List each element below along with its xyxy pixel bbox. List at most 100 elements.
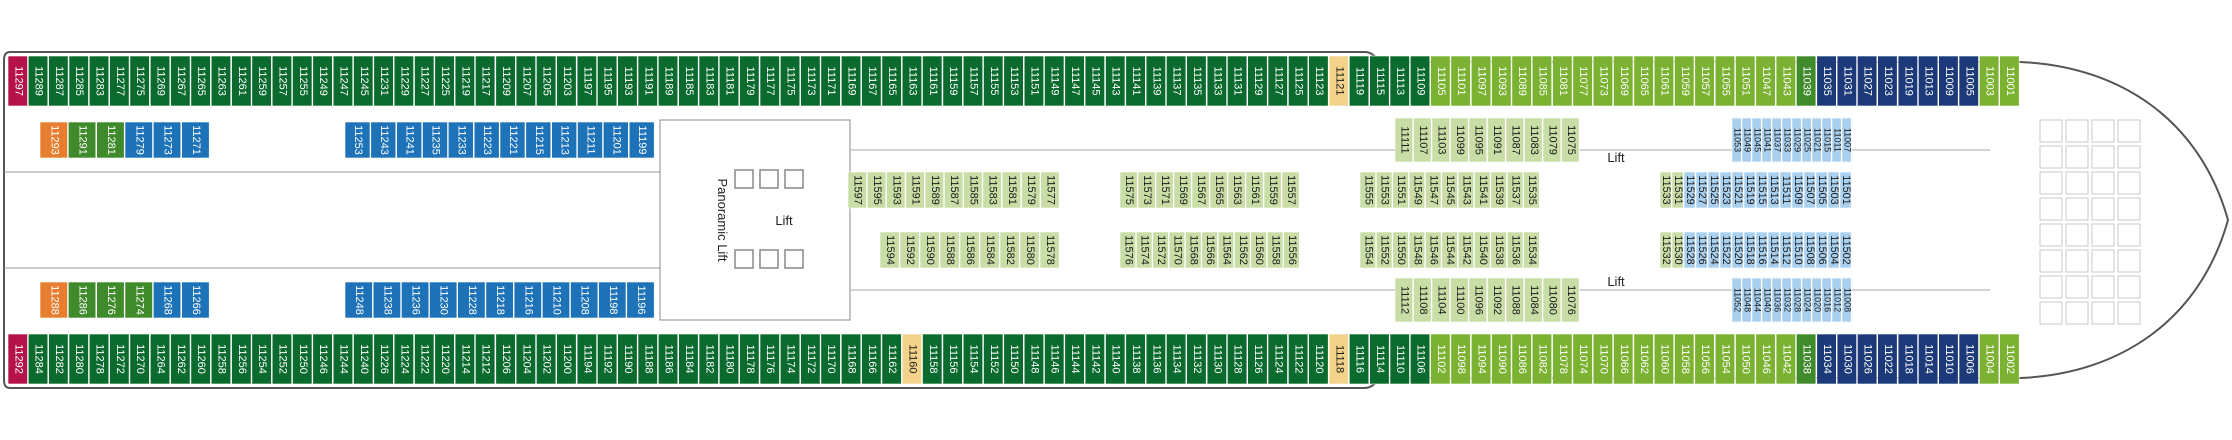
cabin-11080[interactable]: 11080 <box>1542 277 1562 323</box>
cabin-11116[interactable]: 11116 <box>1349 333 1370 385</box>
cabin-11504[interactable]: 11504 <box>1827 231 1840 269</box>
cabin-11190[interactable]: 11190 <box>617 333 638 385</box>
cabin-11177[interactable]: 11177 <box>759 55 780 107</box>
cabin-11040[interactable]: 11040 <box>1761 277 1773 323</box>
cabin-11026[interactable]: 11026 <box>1857 333 1878 385</box>
cabin-11179[interactable]: 11179 <box>739 55 760 107</box>
cabin-11201[interactable]: 11201 <box>602 121 629 159</box>
cabin-11502[interactable]: 11502 <box>1839 231 1852 269</box>
cabin-11503[interactable]: 11503 <box>1827 171 1840 209</box>
cabin-11532[interactable]: 11532 <box>1659 231 1672 269</box>
cabin-11512[interactable]: 11512 <box>1779 231 1792 269</box>
cabin-11550[interactable]: 11550 <box>1392 231 1409 269</box>
cabin-11570[interactable]: 11570 <box>1168 231 1185 269</box>
cabin-11219[interactable]: 11219 <box>454 55 475 107</box>
cabin-11062[interactable]: 11062 <box>1633 333 1654 385</box>
cabin-11174[interactable]: 11174 <box>779 333 801 385</box>
cabin-11559[interactable]: 11559 <box>1263 171 1282 209</box>
cabin-11125[interactable]: 11125 <box>1288 55 1309 107</box>
cabin-11562[interactable]: 11562 <box>1234 231 1251 269</box>
cabin-11032[interactable]: 11032 <box>1781 277 1793 323</box>
cabin-11287[interactable]: 11287 <box>48 55 69 107</box>
cabin-11033[interactable]: 11033 <box>1781 117 1793 163</box>
cabin-11576[interactable]: 11576 <box>1119 231 1136 269</box>
cabin-11564[interactable]: 11564 <box>1217 231 1235 269</box>
cabin-11191[interactable]: 11191 <box>637 55 658 107</box>
cabin-11249[interactable]: 11249 <box>312 55 333 107</box>
cabin-11253[interactable]: 11253 <box>344 121 371 159</box>
cabin-11150[interactable]: 11150 <box>1003 333 1024 385</box>
cabin-11213[interactable]: 11213 <box>551 121 578 159</box>
cabin-11534[interactable]: 11534 <box>1523 231 1540 269</box>
cabin-11536[interactable]: 11536 <box>1507 231 1524 269</box>
cabin-11584[interactable]: 11584 <box>979 231 1000 269</box>
cabin-11132[interactable]: 11132 <box>1186 333 1207 385</box>
cabin-11194[interactable]: 11194 <box>576 333 597 385</box>
cabin-11230[interactable]: 11230 <box>429 281 458 319</box>
cabin-11001[interactable]: 11001 <box>1999 55 2020 107</box>
cabin-11209[interactable]: 11209 <box>495 55 516 107</box>
cabin-11101[interactable]: 11101 <box>1450 55 1471 107</box>
cabin-11587[interactable]: 11587 <box>944 171 964 209</box>
cabin-11010[interactable]: 11010 <box>1938 333 1959 385</box>
cabin-11127[interactable]: 11127 <box>1267 55 1288 107</box>
cabin-11085[interactable]: 11085 <box>1531 55 1552 107</box>
cabin-11573[interactable]: 11573 <box>1137 171 1156 209</box>
cabin-11021[interactable]: 11021 <box>1811 117 1823 163</box>
cabin-11022[interactable]: 11022 <box>1877 333 1898 385</box>
cabin-11199[interactable]: 11199 <box>628 121 655 159</box>
cabin-11126[interactable]: 11126 <box>1247 333 1268 385</box>
cabin-11250[interactable]: 11250 <box>292 333 313 385</box>
cabin-11270[interactable]: 11270 <box>129 333 150 385</box>
cabin-11268[interactable]: 11268 <box>153 281 182 319</box>
cabin-11215[interactable]: 11215 <box>525 121 552 159</box>
cabin-11081[interactable]: 11081 <box>1552 55 1573 107</box>
cabin-11153[interactable]: 11153 <box>1003 55 1024 107</box>
cabin-11015[interactable]: 11015 <box>1821 117 1833 163</box>
cabin-11541[interactable]: 11541 <box>1474 171 1491 209</box>
cabin-11264[interactable]: 11264 <box>150 333 171 385</box>
cabin-11208[interactable]: 11208 <box>570 281 599 319</box>
cabin-11216[interactable]: 11216 <box>513 281 542 319</box>
cabin-11530[interactable]: 11530 <box>1671 231 1684 269</box>
cabin-11526[interactable]: 11526 <box>1695 231 1708 269</box>
cabin-11273[interactable]: 11273 <box>153 121 182 159</box>
cabin-11036[interactable]: 11036 <box>1771 277 1783 323</box>
cabin-11231[interactable]: 11231 <box>373 55 394 107</box>
cabin-11170[interactable]: 11170 <box>820 333 841 385</box>
cabin-11567[interactable]: 11567 <box>1191 171 1210 209</box>
cabin-11045[interactable]: 11045 <box>1751 117 1763 163</box>
cabin-11192[interactable]: 11192 <box>597 333 618 385</box>
cabin-11293[interactable]: 11293 <box>39 121 68 159</box>
cabin-11012[interactable]: 11012 <box>1831 277 1843 323</box>
cabin-11506[interactable]: 11506 <box>1815 231 1828 269</box>
cabin-11529[interactable]: 11529 <box>1683 171 1696 209</box>
cabin-11285[interactable]: 11285 <box>68 55 89 107</box>
cabin-11203[interactable]: 11203 <box>556 55 577 107</box>
cabin-11569[interactable]: 11569 <box>1173 171 1192 209</box>
cabin-11235[interactable]: 11235 <box>422 121 448 159</box>
cabin-11095[interactable]: 11095 <box>1468 117 1488 163</box>
cabin-11521[interactable]: 11521 <box>1731 171 1744 209</box>
cabin-11066[interactable]: 11066 <box>1613 333 1634 385</box>
cabin-11120[interactable]: 11120 <box>1308 333 1329 385</box>
cabin-11118[interactable]: 11118 <box>1328 333 1349 385</box>
cabin-11181[interactable]: 11181 <box>718 55 740 107</box>
cabin-11205[interactable]: 11205 <box>536 55 557 107</box>
cabin-11078[interactable]: 11078 <box>1552 333 1573 385</box>
cabin-11171[interactable]: 11171 <box>820 55 841 107</box>
cabin-11070[interactable]: 11070 <box>1592 333 1613 385</box>
cabin-11047[interactable]: 11047 <box>1755 55 1776 107</box>
cabin-11143[interactable]: 11143 <box>1105 55 1126 107</box>
cabin-11527[interactable]: 11527 <box>1695 171 1708 209</box>
cabin-11543[interactable]: 11543 <box>1457 171 1475 209</box>
cabin-11244[interactable]: 11244 <box>332 333 354 385</box>
cabin-11158[interactable]: 11158 <box>922 333 943 385</box>
cabin-11246[interactable]: 11246 <box>312 333 333 385</box>
cabin-11272[interactable]: 11272 <box>109 333 130 385</box>
cabin-11585[interactable]: 11585 <box>963 171 983 209</box>
cabin-11167[interactable]: 11167 <box>861 55 882 107</box>
cabin-11580[interactable]: 11580 <box>1019 231 1040 269</box>
cabin-11281[interactable]: 11281 <box>96 121 125 159</box>
cabin-11134[interactable]: 11134 <box>1166 333 1187 385</box>
